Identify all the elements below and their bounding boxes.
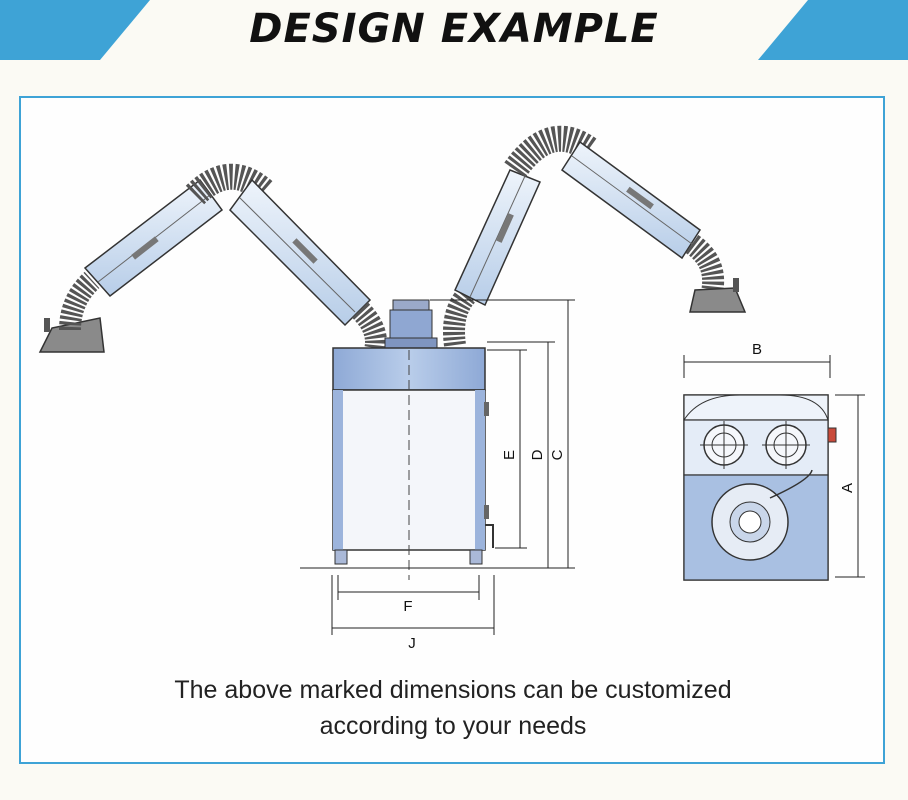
main-unit-front-view [332,347,494,580]
caption-line-2: according to your needs [319,712,587,740]
left-extraction-arm [38,163,387,353]
dimension-lines [300,299,575,635]
left-hood [38,317,105,353]
dimension-label-e: E [501,450,518,460]
dimension-label-b: B [752,341,762,358]
dimension-label-d: D [529,449,546,460]
corner-decoration-left [0,0,150,60]
motor [384,299,438,349]
corner-decoration-right [758,0,908,60]
dimension-label-j: J [408,635,416,652]
dimension-label-f: F [403,598,412,615]
dimension-label-c: C [549,449,566,460]
unit-side-view [683,355,865,581]
customization-caption: The above marked dimensions can be custo… [20,672,886,744]
caption-line-1: The above marked dimensions can be custo… [174,676,732,704]
dimension-label-a: A [839,483,856,493]
right-extraction-arm [443,125,747,347]
page-title: DESIGN EXAMPLE [249,6,659,52]
